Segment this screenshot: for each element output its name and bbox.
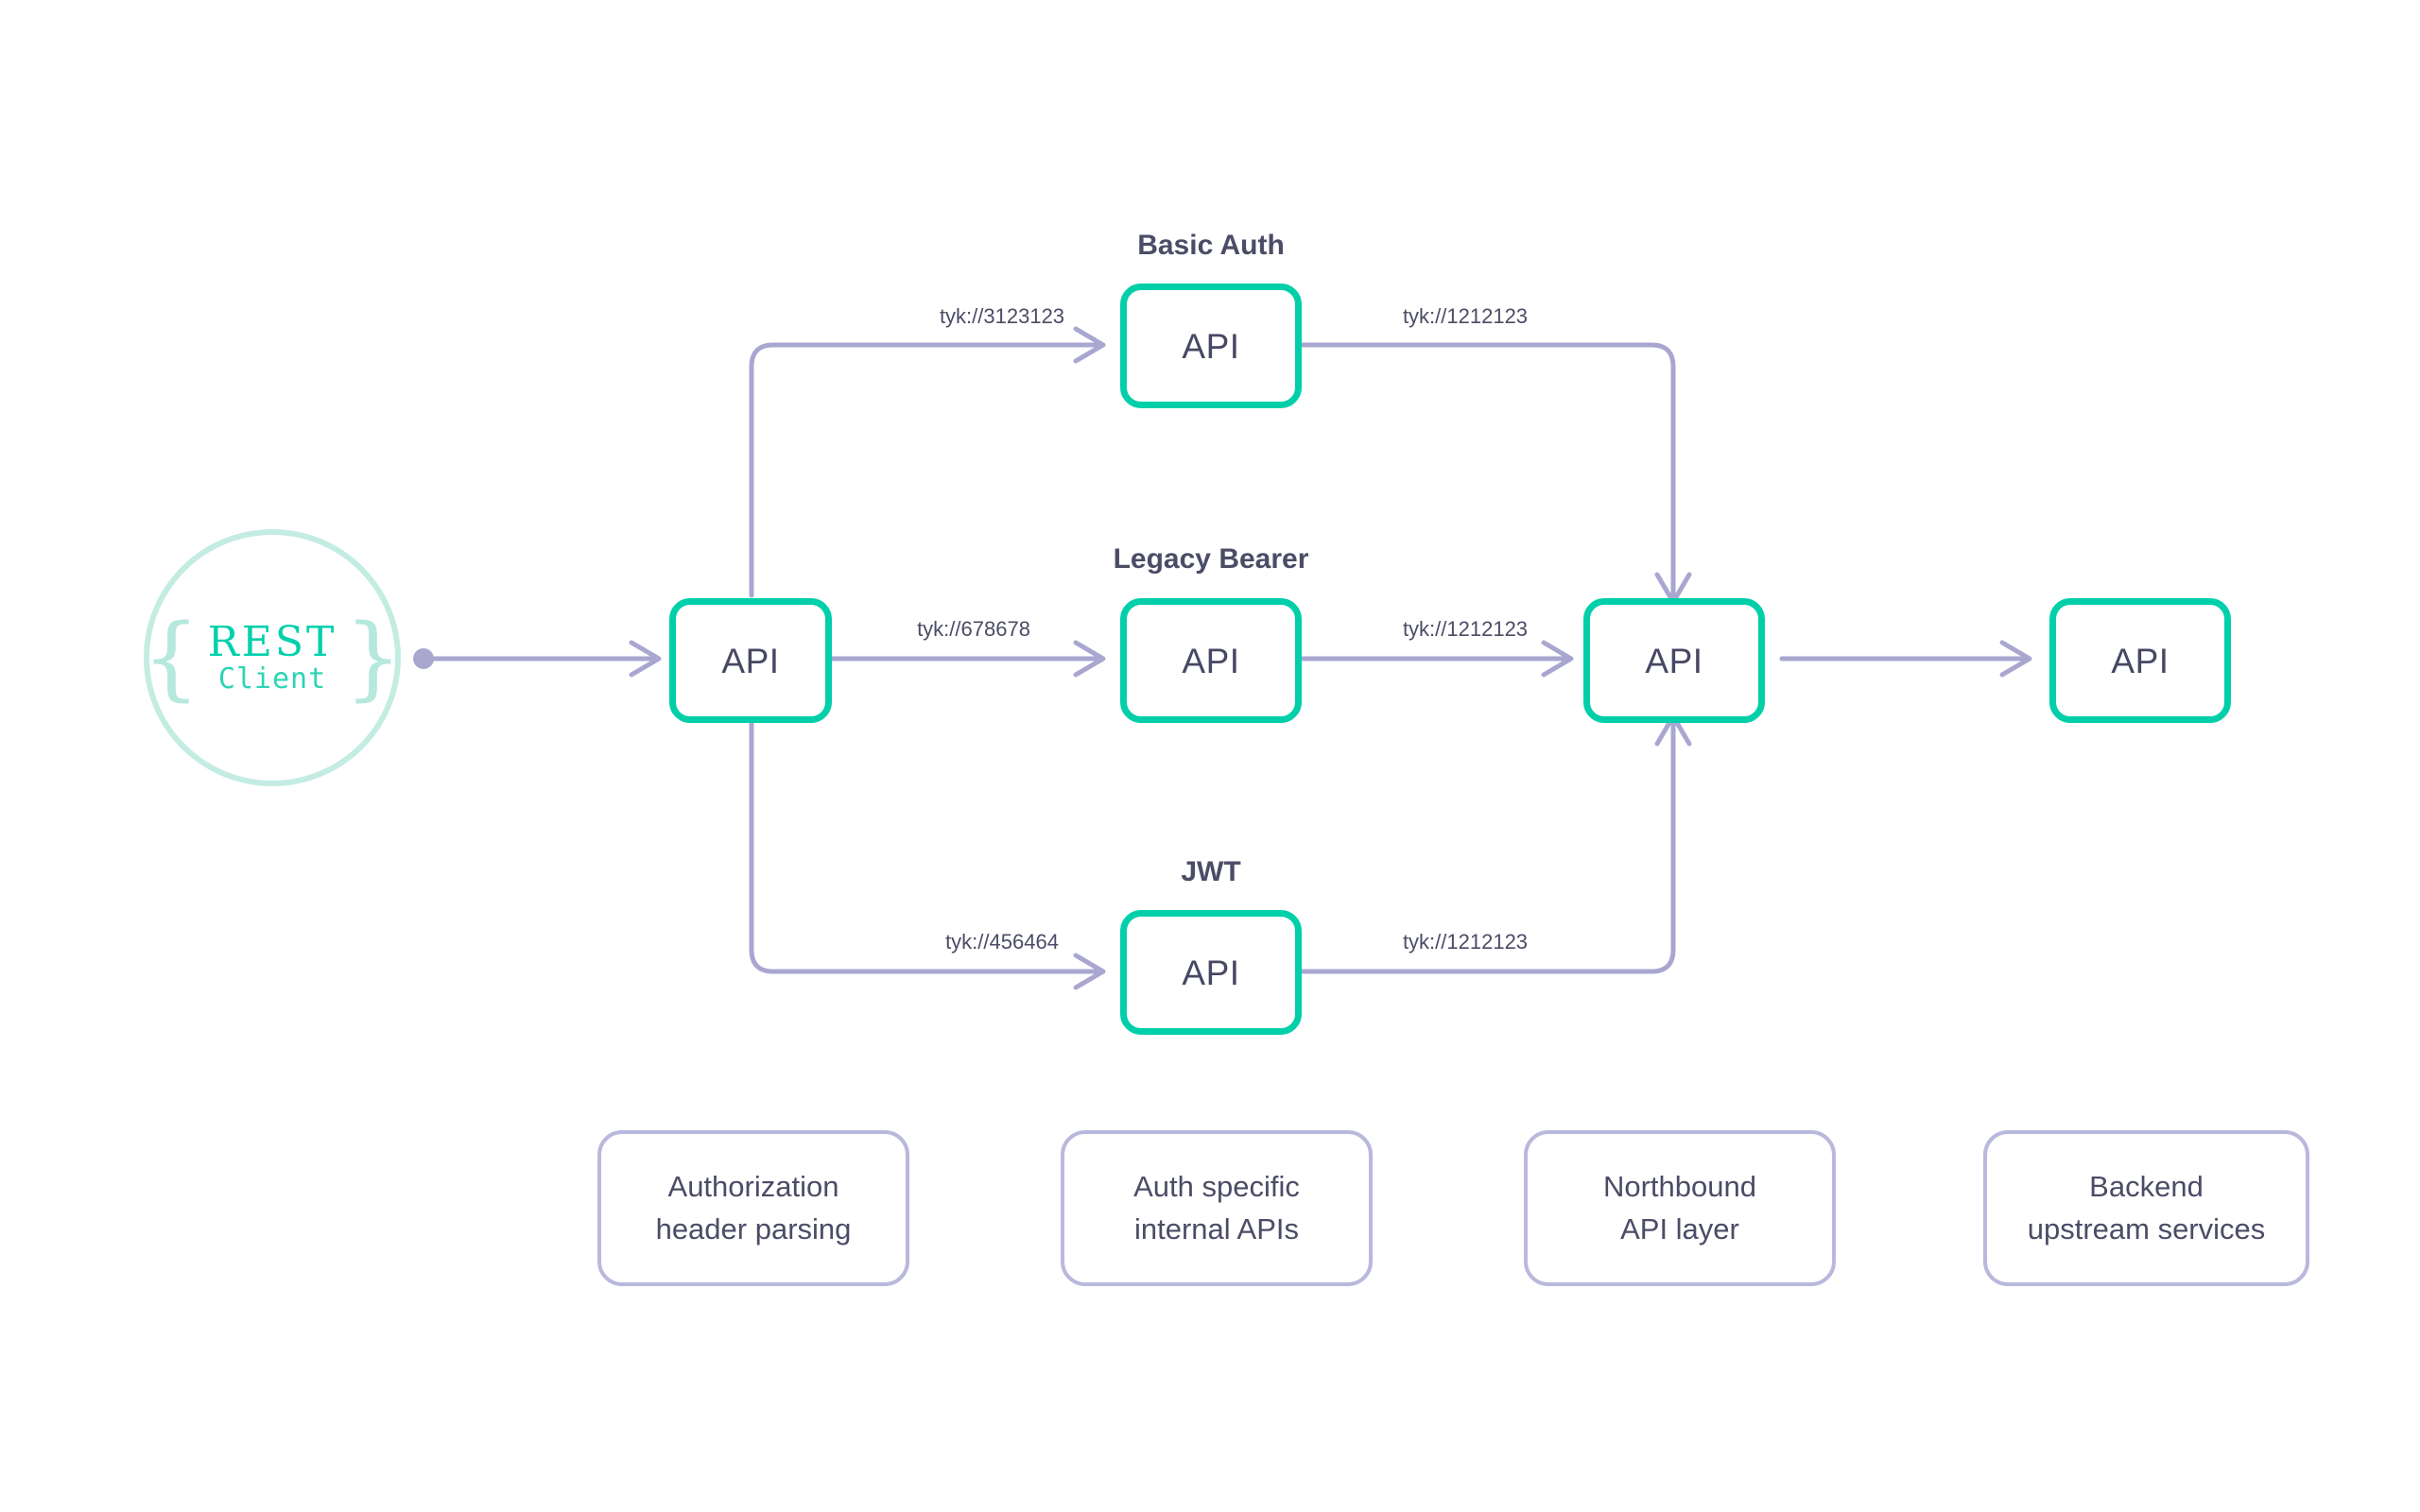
- api-node-backend-label: API: [2111, 641, 2169, 680]
- client-connector-dot: [413, 648, 434, 669]
- group-title-basic-auth: Basic Auth: [1137, 230, 1285, 261]
- api-node-northbound[interactable]: API: [1583, 598, 1765, 723]
- edge-label-entry-to-legacy-bearer: tyk://678678: [917, 617, 1030, 641]
- caption-text-auth-specific-internal-apis: Auth specific internal APIs: [1133, 1169, 1300, 1246]
- arrowhead-entry-to-legacy: [1073, 640, 1106, 678]
- api-node-entry[interactable]: API: [669, 598, 832, 723]
- arrowhead-client-to-entry: [629, 640, 662, 678]
- brace-close-icon: }: [344, 604, 403, 711]
- edge-label-legacy-bearer-to-northbound: tyk://1212123: [1402, 617, 1529, 641]
- api-node-entry-label: API: [721, 641, 780, 680]
- rest-client-logo: { REST Client }: [142, 604, 403, 711]
- api-node-basic-auth-label: API: [1182, 326, 1240, 366]
- api-node-legacy-bearer[interactable]: API: [1120, 598, 1302, 723]
- group-title-jwt: JWT: [1181, 856, 1241, 887]
- api-node-jwt[interactable]: API: [1120, 910, 1302, 1035]
- caption-box-authorization-header-parsing: Authorization header parsing: [597, 1130, 909, 1286]
- edge-label-entry-to-basic-auth: tyk://3123123: [939, 304, 1065, 328]
- api-node-legacy-bearer-label: API: [1182, 641, 1240, 680]
- brace-open-icon: {: [142, 604, 200, 711]
- edge-label-basic-auth-to-northbound: tyk://1212123: [1402, 304, 1529, 328]
- api-node-jwt-label: API: [1182, 953, 1240, 992]
- edge-label-jwt-to-northbound: tyk://1212123: [1402, 930, 1529, 954]
- caption-text-northbound-api-layer: Northbound API layer: [1602, 1169, 1756, 1246]
- caption-text-authorization-header-parsing: Authorization header parsing: [655, 1169, 852, 1246]
- arrowhead-entry-to-jwt: [1073, 953, 1106, 990]
- api-node-basic-auth[interactable]: API: [1120, 284, 1302, 408]
- arrowhead-entry-to-basic: [1073, 326, 1106, 364]
- edge-label-entry-to-jwt: tyk://456464: [945, 930, 1059, 954]
- rest-client-node: { REST Client }: [142, 529, 403, 786]
- caption-box-backend-upstream-services: Backend upstream services: [1983, 1130, 2309, 1286]
- caption-box-auth-specific-internal-apis: Auth specific internal APIs: [1061, 1130, 1373, 1286]
- api-node-backend[interactable]: API: [2049, 598, 2231, 723]
- rest-client-text: REST Client: [207, 618, 337, 696]
- api-node-northbound-label: API: [1645, 641, 1703, 680]
- caption-box-northbound-api-layer: Northbound API layer: [1524, 1130, 1836, 1286]
- arrowhead-north-to-backend: [1999, 640, 2032, 678]
- arrowhead-legacy-to-north: [1541, 640, 1574, 678]
- rest-client-line1: REST: [207, 618, 337, 667]
- rest-client-line2: Client: [217, 662, 327, 696]
- group-title-legacy-bearer: Legacy Bearer: [1113, 543, 1309, 575]
- caption-text-backend-upstream-services: Backend upstream services: [2027, 1169, 2266, 1246]
